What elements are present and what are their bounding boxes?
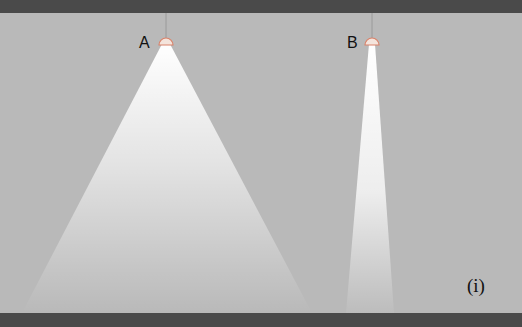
ceiling-bar — [0, 0, 522, 13]
figure-label: (i) — [467, 276, 485, 295]
lamp-label: A — [139, 35, 150, 51]
light-cone-a — [22, 44, 312, 313]
light-cone-b — [346, 44, 394, 313]
lamp-label: B — [347, 35, 358, 51]
lamp-stem — [372, 13, 373, 38]
lamp-b — [365, 38, 379, 45]
floor-bar — [0, 313, 522, 327]
lamp-stem — [166, 13, 167, 38]
lamp-a — [159, 38, 173, 45]
